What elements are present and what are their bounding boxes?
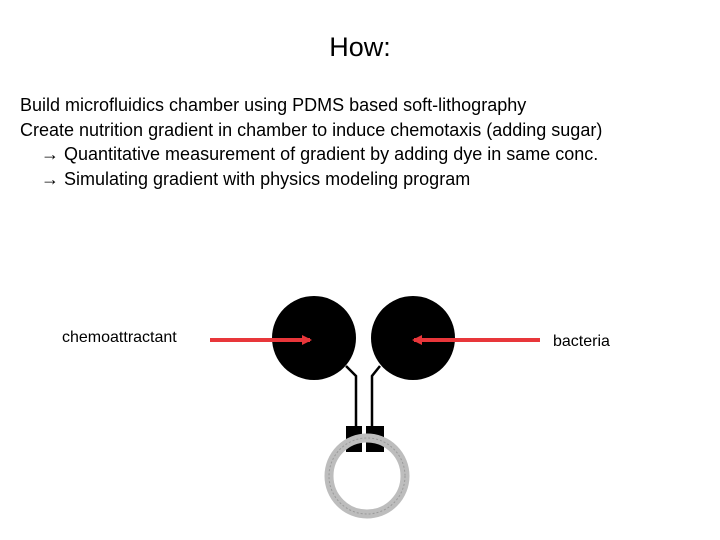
- slide-title: How:: [329, 32, 391, 62]
- left-reservoir: [272, 296, 356, 380]
- bullet-item: Create nutrition gradient in chamber to …: [20, 119, 603, 140]
- left-channel: [345, 365, 358, 428]
- sub-bullet-item: → Quantitative measurement of gradient b…: [41, 144, 599, 164]
- chemoattractant-label: chemoattractant: [62, 329, 177, 346]
- bacteria-label: bacteria: [553, 333, 610, 350]
- ring-chamber-texture: [328, 437, 406, 515]
- sub-bullet-item: → Simulating gradient with physics model…: [41, 168, 471, 189]
- bullet-item: Build microfluidics chamber using PDMS b…: [20, 95, 527, 115]
- bullet-list: Build microfluidics chamber using PDMS b…: [20, 93, 710, 191]
- right-channel: [370, 365, 381, 428]
